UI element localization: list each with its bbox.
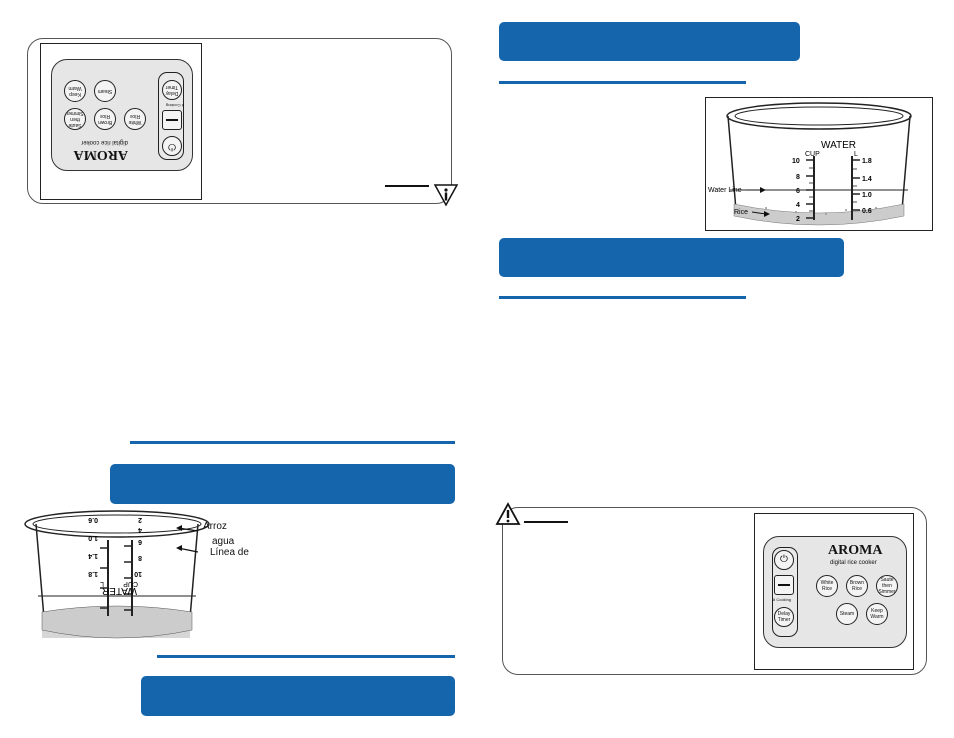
caution-underline [524, 521, 568, 523]
english-cup-tick: 10 [792, 158, 800, 165]
spanish-rice-label: Arroz [203, 521, 227, 532]
saute-simmer-button[interactable]: Saute then Simmer [64, 108, 86, 130]
warning-icon [495, 502, 521, 525]
spanish-water-line-label: Línea de [210, 547, 249, 558]
spanish-cup-tick: 10 [134, 570, 142, 577]
saute-simmer-button[interactable]: Saute then Simmer [876, 575, 898, 597]
english-pot-title: WATER [821, 140, 856, 151]
control-panel-image: ⏻ 8 Cooking Delay Timer AROMA digital ri… [40, 43, 202, 200]
power-button[interactable]: ⏻ [774, 550, 794, 570]
control-panel-image: ⏻ 8 Cooking Delay Timer AROMA digital ri… [754, 513, 914, 670]
section-rule [130, 441, 455, 444]
power-icon: ⏻ [168, 141, 176, 152]
brand-subtitle: digital rice cooker [81, 139, 128, 145]
english-cup-tick: 2 [796, 216, 800, 223]
power-button[interactable]: ⏻ [162, 136, 182, 156]
spanish-liter-tick: 1.4 [88, 552, 98, 559]
section-rule [157, 655, 455, 658]
arrow-icon [764, 211, 770, 217]
steam-button[interactable]: Steam [94, 80, 116, 102]
keep-warm-button[interactable]: Keep Warm [866, 603, 888, 625]
flash-label: 8 Cooking [165, 103, 184, 108]
spanish-liter-tick: 0.6 [88, 516, 98, 523]
spanish-water-line-label-2: agua [212, 536, 235, 547]
info-icon [433, 184, 459, 207]
section-rule [499, 81, 746, 84]
english-liter-tick: 0.6 [862, 208, 872, 215]
spanish-measuring-pot: WATER CUP L 10 8 6 4 2 1.8 1.4 1.0 0.6 [24, 510, 210, 639]
section-header-bar [499, 238, 844, 277]
steam-button[interactable]: Steam [836, 603, 858, 625]
english-liter-tick: 1.4 [862, 176, 872, 183]
spanish-pot-title: WATER [102, 585, 137, 596]
delay-timer-button[interactable]: Delay Timer [774, 607, 794, 627]
white-rice-button[interactable]: White Rice [816, 575, 838, 597]
spanish-liter-tick: 1.8 [88, 570, 98, 577]
spanish-cup-tick: 8 [138, 554, 142, 561]
english-rice-label: Rice [734, 209, 748, 216]
brand-subtitle: digital rice cooker [830, 560, 877, 566]
section-header-bar [141, 676, 455, 716]
display [774, 575, 794, 595]
spanish-cup-tick: 2 [138, 516, 142, 523]
brown-rice-button[interactable]: Brown Rice [94, 108, 116, 130]
english-liter-tick: 1.8 [862, 158, 872, 165]
english-cup-label: CUP [805, 151, 820, 158]
measuring-pot-image: WATER CUP L 10 8 6 4 2 1.8 1.4 1.0 0.6 W… [705, 97, 933, 231]
spanish-cup-tick: 6 [138, 538, 142, 545]
spanish-cup-label: CUP [123, 580, 138, 587]
arrow-icon [176, 525, 199, 553]
spanish-liter-tick: 1.0 [88, 534, 98, 541]
flash-label: 8 Cooking [773, 597, 792, 602]
section-header-bar [110, 464, 455, 504]
english-cup-tick: 4 [796, 202, 800, 209]
brand-logo: AROMA [828, 543, 883, 558]
english-water-line-label: Water Line [708, 187, 742, 194]
keep-warm-button[interactable]: Keep Warm [64, 80, 86, 102]
section-header-bar [499, 22, 800, 61]
english-cup-tick: 6 [796, 188, 800, 195]
english-cup-tick: 8 [796, 174, 800, 181]
english-liter-label: L [854, 151, 858, 158]
spanish-liter-label: L [100, 580, 104, 587]
english-measuring-pot: WATER CUP L 10 8 6 4 2 1.8 1.4 1.0 0.6 W… [708, 102, 912, 226]
section-rule [499, 296, 746, 299]
arrow-icon [760, 187, 766, 193]
power-icon: ⏻ [780, 554, 788, 565]
brown-rice-button[interactable]: Brown Rice [846, 575, 868, 597]
control-panel: ⏻ 8 Cooking Delay Timer AROMA digital ri… [51, 59, 193, 171]
english-liter-tick: 1.0 [862, 192, 872, 199]
brand-logo: AROMA [73, 147, 128, 162]
note-underline [385, 185, 429, 187]
delay-timer-button[interactable]: Delay Timer [162, 80, 182, 100]
display [162, 110, 182, 130]
white-rice-button[interactable]: White Rice [124, 108, 146, 130]
spanish-cup-tick: 4 [138, 526, 142, 533]
control-panel: ⏻ 8 Cooking Delay Timer AROMA digital ri… [763, 536, 907, 648]
